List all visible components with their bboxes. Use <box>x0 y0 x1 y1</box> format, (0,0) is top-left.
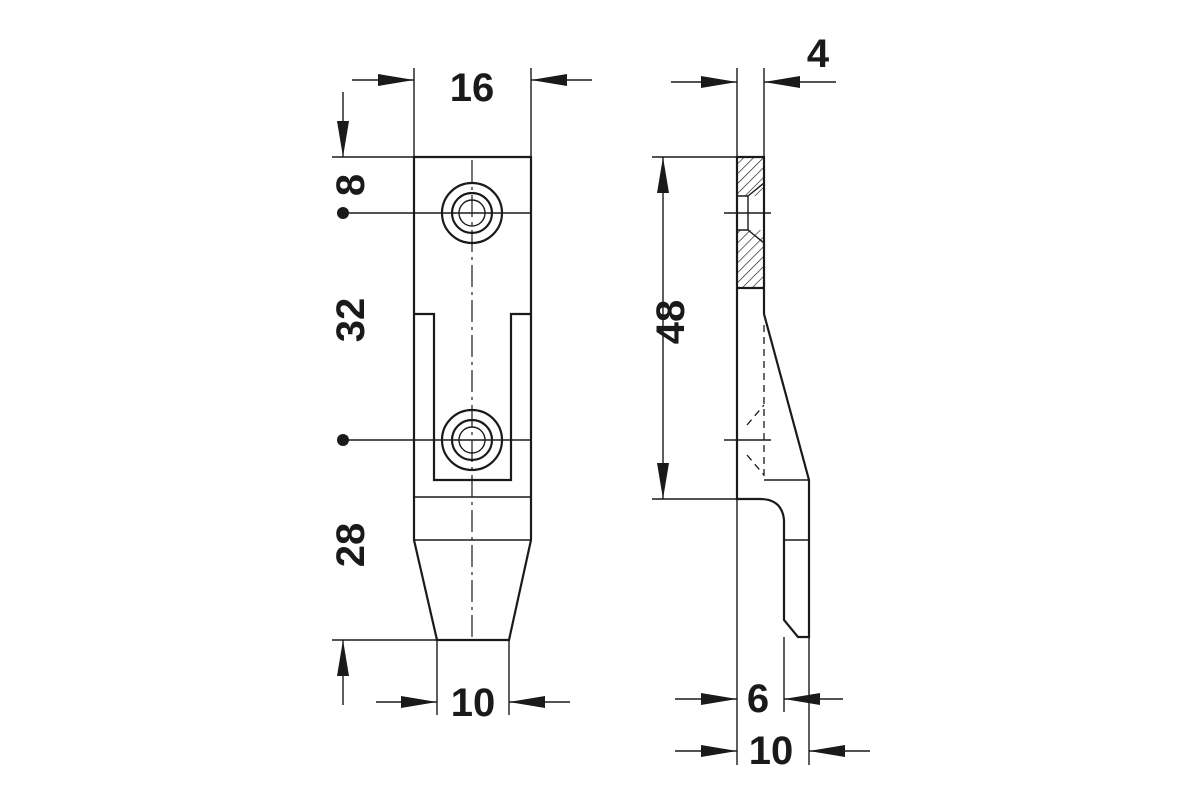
dim-height: 48 <box>649 156 737 500</box>
section-hatch-upper <box>738 158 763 196</box>
dim-label-width-top: 16 <box>450 66 495 110</box>
dim-label-thickness-total: 10 <box>749 729 794 773</box>
dim-thickness-inner: 6 <box>675 499 843 765</box>
dim-thickness-total: 10 <box>675 637 870 773</box>
dim-label-width-bottom: 10 <box>451 681 496 725</box>
dim-label-height: 48 <box>649 300 693 345</box>
front-view <box>412 155 533 642</box>
dim-width-top: 16 <box>352 66 592 157</box>
side-outline <box>735 155 811 639</box>
dim-label-lower-length: 28 <box>329 523 373 568</box>
side-view <box>724 155 811 639</box>
dim-label-hole-spacing: 32 <box>329 298 373 343</box>
dim-thickness-top: 4 <box>671 32 836 157</box>
dim-width-bottom: 10 <box>376 640 570 725</box>
dim-label-thickness-top: 4 <box>807 32 830 76</box>
dim-label-thickness-inner: 6 <box>747 677 769 721</box>
dim-chain-vertical: 8 32 28 <box>329 92 532 705</box>
dim-label-hole-offset: 8 <box>329 174 373 196</box>
